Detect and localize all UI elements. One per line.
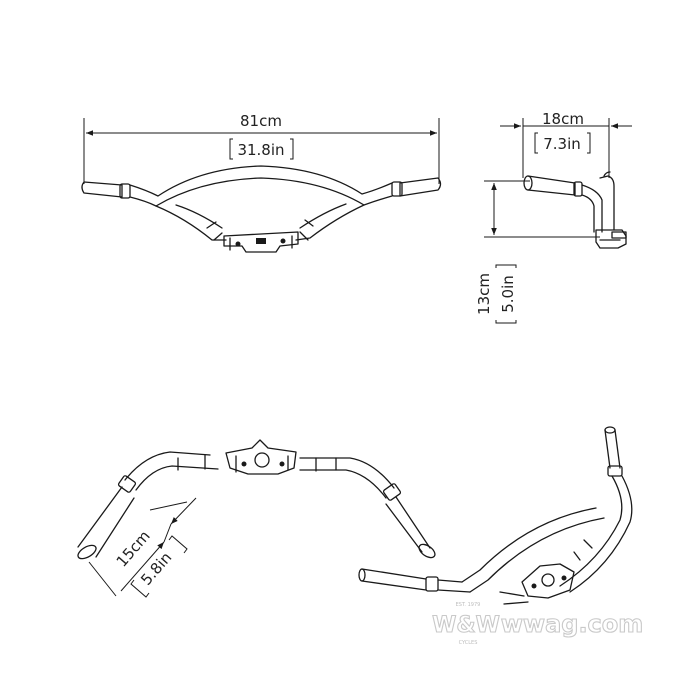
watermark-brand: W&W	[432, 613, 500, 638]
grip-dimension: 15cm 5.8in	[88, 497, 197, 598]
width-metric-label: 81cm	[240, 112, 282, 130]
grip-imperial-label: 5.8in	[137, 549, 175, 589]
perspective-view-rear: EST. 1979 W&W CYCLES wwag.com	[358, 426, 644, 646]
watermark-site: wwag.com	[501, 610, 644, 638]
handlebar-perspective	[77, 439, 436, 560]
front-view: 81cm 31.8in	[81, 112, 442, 253]
handlebar-perspective-rear	[358, 426, 633, 605]
watermark-origin: CYCLES	[459, 640, 478, 646]
rise-dimension: 13cm 5.0in	[475, 180, 600, 324]
rise-imperial-label: 5.0in	[499, 275, 517, 313]
side-view: 18cm 7.3in 13cm 5.0in	[475, 110, 632, 324]
perspective-view: 15cm 5.8in	[77, 439, 436, 598]
handlebar-front	[81, 165, 442, 253]
depth-metric-label: 18cm	[542, 110, 584, 128]
handlebar-side	[523, 171, 627, 249]
watermark: EST. 1979 W&W CYCLES wwag.com	[432, 602, 644, 646]
width-imperial-label: 31.8in	[237, 141, 284, 159]
rise-metric-label: 13cm	[475, 273, 493, 315]
width-dimension: 81cm 31.8in	[83, 112, 440, 184]
watermark-est: EST. 1979	[456, 602, 481, 608]
depth-imperial-label: 7.3in	[543, 135, 581, 153]
depth-dimension: 18cm 7.3in	[500, 110, 632, 178]
